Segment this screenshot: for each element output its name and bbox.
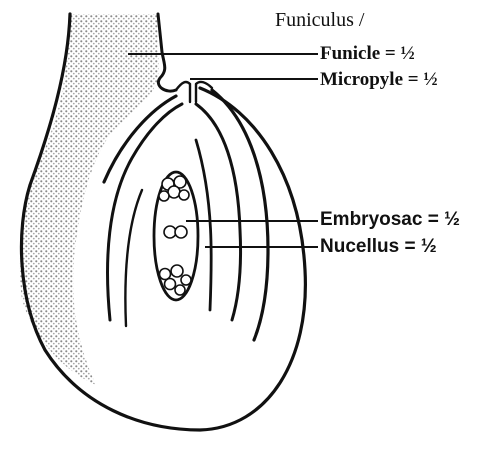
micropyle-label: Micropyle = ½ (320, 70, 438, 89)
nucellus-label: Nucellus = ½ (320, 237, 437, 256)
nucellus-outline-left (125, 190, 142, 326)
inner-integument-right (196, 104, 241, 320)
funicle-label: Funicle = ½ (320, 44, 415, 63)
funicle-line (158, 14, 176, 91)
embryosac-label: Embryosac = ½ (320, 210, 460, 229)
funiculus-heading-label: Funiculus / (275, 10, 364, 30)
